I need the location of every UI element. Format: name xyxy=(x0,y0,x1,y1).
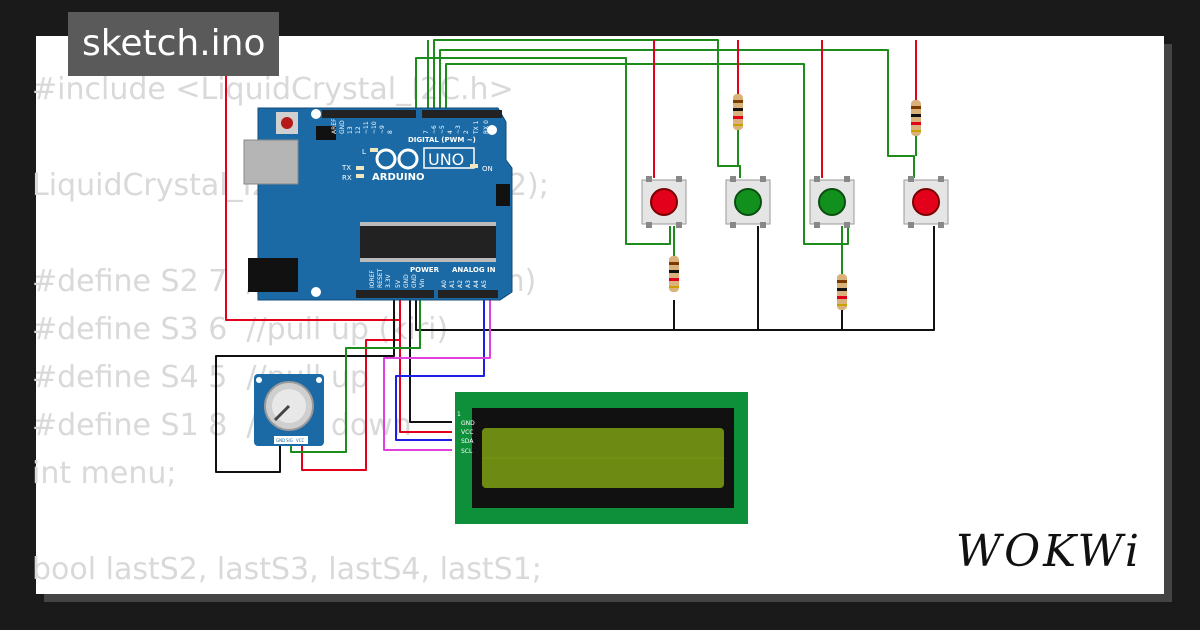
arduino-model: UNO xyxy=(428,150,464,169)
pot-pin-label: SIG xyxy=(286,438,293,443)
led-label-rx: RX xyxy=(342,174,352,182)
wire-blue-sda xyxy=(395,300,485,441)
digital-header-label: DIGITAL (PWM ~) xyxy=(408,136,476,144)
header-bottom-analog xyxy=(438,290,498,298)
resistor-3[interactable] xyxy=(837,274,847,310)
pin-label: 3.3V xyxy=(385,273,392,288)
pot-pin-label: VCC xyxy=(296,438,305,443)
arduino-brand: ARDUINO xyxy=(372,172,424,183)
pin-label: ~11 xyxy=(363,121,370,134)
arduino-uno[interactable]: ARDUINO UNO DIGITAL (PWM ~) POWER ANALOG… xyxy=(243,107,513,301)
wire-green-pot-sig xyxy=(290,300,421,453)
code-line: #define S1 8 //pull down xyxy=(32,408,412,443)
usb-port xyxy=(243,139,299,185)
pushbutton-red-2[interactable] xyxy=(903,176,949,228)
code-line: #define S4 5 //pull up xyxy=(32,360,369,395)
potentiometer-knob-indicator xyxy=(273,404,291,422)
lcd-pin-label: VCC xyxy=(461,429,473,436)
pin-label: Vin xyxy=(419,278,426,288)
lcd-pin-label: SDA xyxy=(461,438,474,445)
header-bottom-power xyxy=(356,290,434,298)
lcd-display[interactable]: 1 GND VCC SDA SCL xyxy=(455,392,748,524)
svg-text:1: 1 xyxy=(457,411,461,418)
pin-label: ~9 xyxy=(379,125,386,134)
pin-label: GND xyxy=(339,120,346,134)
resistor-4[interactable] xyxy=(911,100,921,136)
pin-label: RX 0 xyxy=(483,120,490,134)
wires xyxy=(215,39,935,473)
code-line: int menu; xyxy=(32,456,177,491)
pin-label: 12 xyxy=(355,126,362,134)
led-label-tx: TX xyxy=(341,164,351,172)
pin-label: 2 xyxy=(463,130,470,134)
pin-label: A4 xyxy=(473,280,480,288)
pin-label: A0 xyxy=(441,280,448,288)
pin-label: A5 xyxy=(481,280,488,288)
lcd-pin-label: GND xyxy=(461,420,475,427)
power-jack xyxy=(248,258,298,292)
pin-label: ~3 xyxy=(455,125,462,134)
pushbutton-green-2[interactable] xyxy=(809,176,855,228)
power-header-label: POWER xyxy=(410,266,440,274)
resistor-2[interactable] xyxy=(669,256,679,292)
pin-label: 13 xyxy=(347,126,354,134)
wire-green-d4 xyxy=(439,49,915,178)
pin-label: IOREF xyxy=(369,270,376,288)
pin-label: 4 xyxy=(447,130,454,134)
code-line: bool lastS2, lastS3, lastS4, lastS1; xyxy=(32,552,542,587)
wire-red-lcd-vcc xyxy=(399,300,452,433)
sketch-title: sketch.ino xyxy=(68,12,280,76)
infinity-logo xyxy=(375,148,419,170)
pin-label: A1 xyxy=(449,280,456,288)
pushbutton-green-1[interactable] xyxy=(725,176,771,228)
atmega-chip xyxy=(360,226,496,258)
top-pin-labels: AREF GND 13 12 ~11 ~10 ~9 8 7 ~6 ~5 4 ~3… xyxy=(331,118,490,135)
lcd-pins: 1 GND VCC SDA SCL xyxy=(457,411,475,455)
pin-label: A3 xyxy=(465,280,472,288)
wire-magenta-scl xyxy=(383,300,491,451)
pin-label: A2 xyxy=(457,280,464,288)
pin-label: ~10 xyxy=(371,121,378,134)
pot-pin-label: GND xyxy=(276,438,285,443)
resistor-1[interactable] xyxy=(733,94,743,130)
pin-label: GND xyxy=(403,274,410,288)
wire-green-d8 xyxy=(445,63,849,245)
wire-black-gnd-lcd xyxy=(409,300,452,423)
pin-label: ~6 xyxy=(431,125,438,134)
header-top-right xyxy=(422,110,502,118)
led-label-l: L xyxy=(362,148,366,156)
pin-label: 7 xyxy=(423,130,430,134)
wokwi-logo: WOKWi xyxy=(955,526,1142,577)
header-top-left xyxy=(322,110,416,118)
pin-label: GND xyxy=(411,274,418,288)
wire-black-gnd-pot xyxy=(215,300,395,473)
pushbutton-red-1[interactable] xyxy=(641,176,687,228)
pin-label: AREF xyxy=(331,118,338,134)
pin-label: 5V xyxy=(395,279,402,288)
wire-green-d5 xyxy=(433,39,741,178)
pin-label: RESET xyxy=(377,268,384,288)
code-line: #include <LiquidCrystal_I2C.h> xyxy=(32,72,514,107)
potentiometer[interactable]: GND SIG VCC xyxy=(254,374,324,446)
reset-button-cap xyxy=(281,117,293,129)
pin-label: 8 xyxy=(387,130,394,134)
lcd-pin-label: SCL xyxy=(461,448,473,455)
pin-label: TX 1 xyxy=(473,120,480,135)
led-label-on: ON xyxy=(482,165,493,173)
code-line: #define S3 6 //pull up (kiri) xyxy=(32,312,449,347)
wire-green-d7 xyxy=(415,57,671,245)
bottom-pin-labels: IOREF RESET 3.3V 5V GND GND Vin A0 A1 A2… xyxy=(369,268,488,288)
analog-header-label: ANALOG IN xyxy=(452,266,496,274)
pin-label: ~5 xyxy=(439,125,446,134)
